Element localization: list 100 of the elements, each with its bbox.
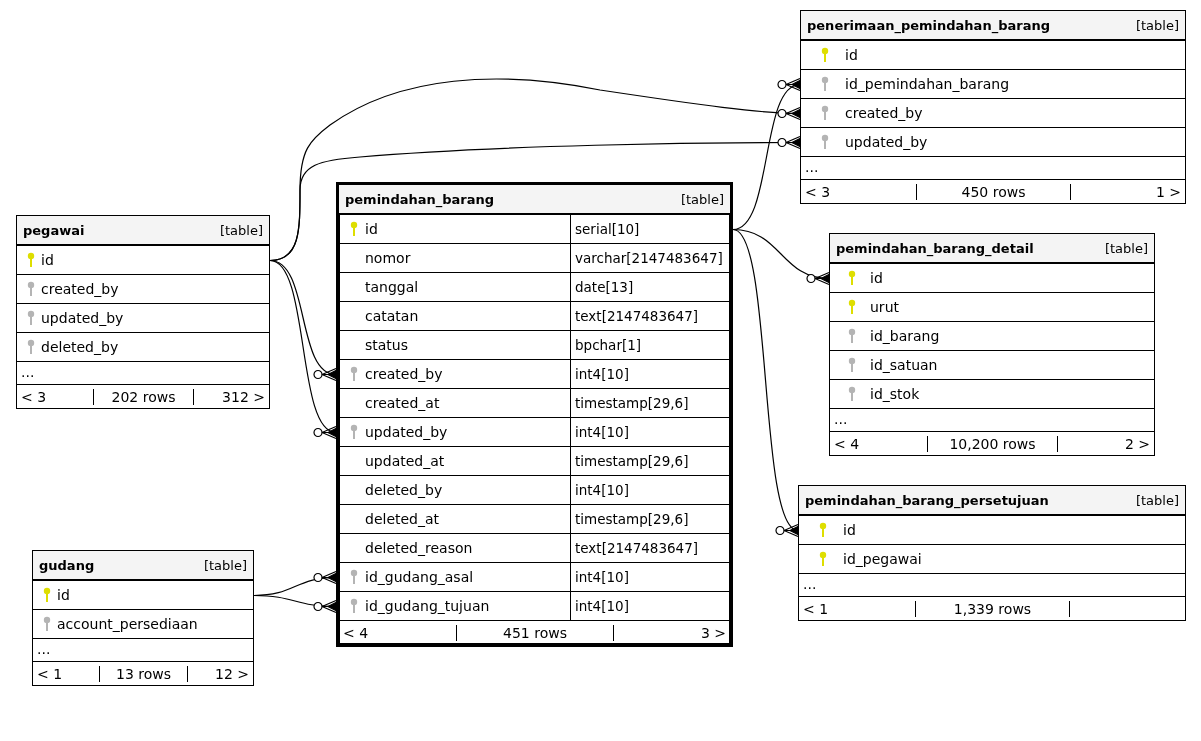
- footer-cell: 10,200 rows: [927, 436, 1057, 452]
- column-name: id: [57, 587, 71, 603]
- column-name: created_by: [41, 281, 120, 297]
- column-type: text[2147483647]: [570, 302, 730, 330]
- column-name: catatan: [365, 308, 420, 324]
- column-row: [339, 302, 730, 331]
- table-type-label: [table]: [219, 222, 263, 238]
- column-name: updated_by: [845, 134, 929, 150]
- column-type: int4[10]: [570, 418, 730, 446]
- column-type: varchar[2147483647]: [570, 244, 730, 272]
- footer-cell: 3 >: [612, 625, 730, 641]
- column-row: [339, 505, 730, 534]
- column-row: [339, 215, 730, 244]
- column-row: [339, 418, 730, 447]
- footer-cell: 2 >: [1056, 436, 1154, 452]
- column-name: updated_by: [41, 310, 125, 326]
- column-row: [339, 244, 730, 273]
- column-name: account_persediaan: [57, 616, 199, 632]
- column-name: id: [365, 221, 379, 237]
- column-type: timestamp[29,6]: [570, 447, 730, 475]
- column-name: updated_at: [365, 453, 446, 469]
- footer-cell: 312 >: [193, 389, 269, 405]
- column-name: deleted_at: [365, 511, 441, 527]
- relationship-line: [253, 594, 337, 614]
- more-rows-indicator: ...: [830, 409, 1154, 432]
- column-name: id_barang: [870, 328, 941, 344]
- footer-cell-text: < 3: [20, 388, 48, 407]
- column-type: date[13]: [570, 273, 730, 301]
- column-type: int4[10]: [570, 592, 730, 620]
- column-type: int4[10]: [570, 563, 730, 591]
- column-row: [339, 360, 730, 389]
- table-name: pemindahan_barang_detail: [836, 240, 1034, 256]
- footer-cell: 450 rows: [916, 184, 1070, 200]
- column-name: id: [845, 47, 859, 63]
- footer-cell: 1 >: [1069, 184, 1185, 200]
- more-rows-indicator: ...: [801, 157, 1185, 180]
- column-row: [339, 476, 730, 505]
- footer-cell-text: < 4: [342, 624, 370, 643]
- table-type-label: [table]: [1135, 492, 1179, 508]
- column-type: timestamp[29,6]: [570, 505, 730, 533]
- footer-cell-text: < 1: [802, 600, 830, 619]
- footer-cell: 451 rows: [456, 625, 613, 641]
- footer-cell: 1,339 rows: [914, 601, 1070, 617]
- table-card: [336, 182, 733, 647]
- column-name: created_at: [365, 395, 441, 411]
- column-name: id_pemindahan_barang: [845, 76, 1011, 92]
- footer-cell-text: < 3: [804, 183, 832, 202]
- column-name: created_by: [845, 105, 924, 121]
- table-name: pemindahan_barang_persetujuan: [805, 492, 1049, 508]
- column-type: bpchar[1]: [570, 331, 730, 359]
- column-name: urut: [870, 299, 900, 315]
- column-type: timestamp[29,6]: [570, 389, 730, 417]
- column-name: deleted_by: [365, 482, 444, 498]
- column-type: int4[10]: [570, 360, 730, 388]
- column-row: [339, 563, 730, 592]
- table-card: [829, 233, 1155, 456]
- table-card: [798, 485, 1186, 621]
- table-type-label: [table]: [1104, 240, 1148, 256]
- column-name: tanggal: [365, 279, 420, 295]
- footer-cell: 202 rows: [92, 389, 194, 405]
- column-name: id_satuan: [870, 357, 939, 373]
- column-name: nomor: [365, 250, 412, 266]
- more-rows-indicator: ...: [33, 639, 253, 662]
- column-row: [339, 592, 730, 621]
- column-type: text[2147483647]: [570, 534, 730, 562]
- footer-cell: 12 >: [187, 666, 253, 682]
- column-name: deleted_reason: [365, 540, 474, 556]
- table-card: [16, 215, 270, 409]
- more-rows-indicator: ...: [799, 574, 1185, 597]
- table-name: penerimaan_pemindahan_barang: [807, 17, 1050, 33]
- table-name: pemindahan_barang: [345, 191, 495, 207]
- column-row: [339, 331, 730, 360]
- table-card: [800, 10, 1186, 204]
- column-name: id_pegawai: [843, 551, 923, 567]
- footer-cell-text: < 4: [833, 435, 861, 454]
- column-name: deleted_by: [41, 339, 120, 355]
- column-name: id: [870, 270, 884, 286]
- table-type-label: [table]: [1135, 17, 1179, 33]
- table-name: gudang: [39, 557, 95, 573]
- column-row: [339, 273, 730, 302]
- column-name: id: [41, 252, 55, 268]
- table-type-label: [table]: [203, 557, 247, 573]
- column-type: serial[10]: [570, 215, 730, 243]
- column-row: [339, 534, 730, 563]
- footer-cell-text: < 1: [36, 665, 64, 684]
- column-row: [339, 447, 730, 476]
- more-rows-indicator: ...: [17, 362, 269, 385]
- table-name: pegawai: [23, 222, 85, 238]
- column-name: id: [843, 522, 857, 538]
- table-card: [32, 550, 254, 686]
- column-type: int4[10]: [570, 476, 730, 504]
- column-name: id_gudang_asal: [365, 569, 475, 585]
- column-name: updated_by: [365, 424, 449, 440]
- footer-cell: 13 rows: [99, 666, 187, 682]
- column-row: [339, 389, 730, 418]
- column-name: status: [365, 337, 410, 353]
- column-name: id_gudang_tujuan: [365, 598, 491, 614]
- column-name: created_by: [365, 366, 444, 382]
- table-type-label: [table]: [680, 191, 724, 207]
- column-name: id_stok: [870, 386, 921, 402]
